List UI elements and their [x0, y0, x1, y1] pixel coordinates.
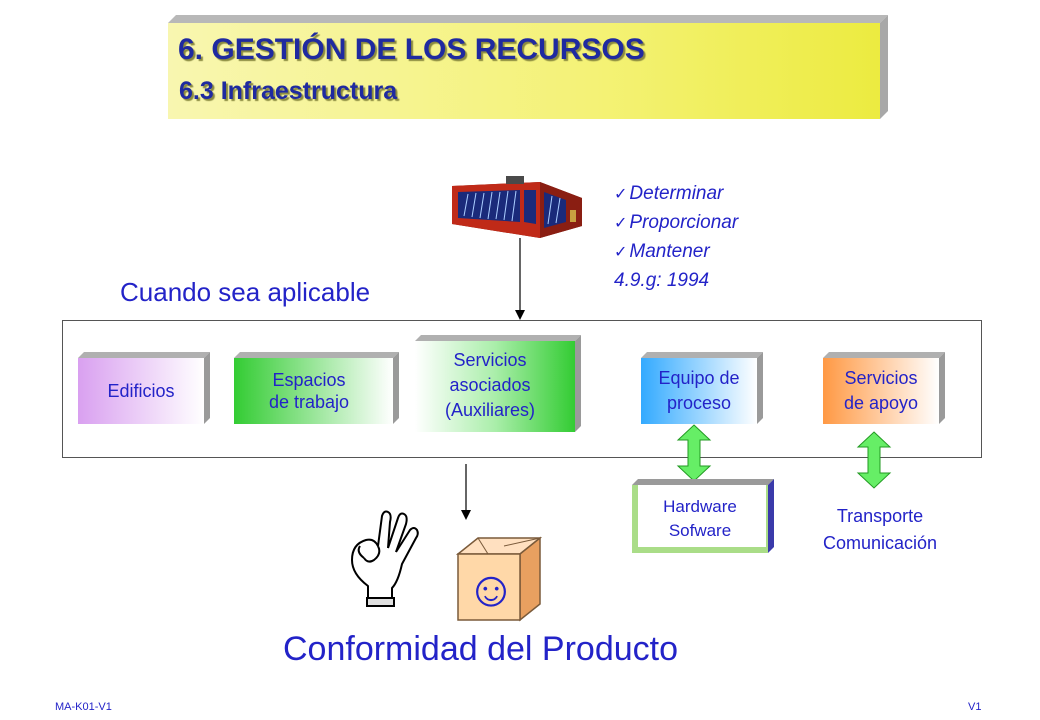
infrastructure-frame	[62, 320, 982, 458]
checklist: ✓Determinar ✓Proporcionar ✓Mantener 4.9.…	[614, 180, 738, 295]
footer-version: V1	[968, 701, 982, 713]
checklist-item: ✓Mantener	[614, 241, 710, 262]
category-edificios: Edificios	[78, 352, 210, 424]
title-banner	[168, 15, 888, 119]
product-box-icon	[455, 536, 543, 622]
double-arrow-icon	[676, 424, 712, 482]
page-title: 6. GESTIÓN DE LOS RECURSOS	[178, 33, 645, 66]
ok-hand-icon	[351, 510, 419, 607]
checklist-item: ✓Proporcionar	[614, 212, 739, 233]
check-icon: ✓	[614, 244, 628, 261]
checklist-reference: 4.9.g: 1994	[614, 270, 710, 291]
check-icon: ✓	[614, 186, 628, 203]
check-icon: ✓	[614, 215, 628, 232]
double-arrow-icon	[856, 431, 892, 489]
smiley-icon: ☺	[465, 561, 517, 617]
arrow-down-icon	[515, 238, 525, 320]
conclusion-text: Conformidad del Producto	[283, 630, 679, 668]
checklist-item: ✓Determinar	[614, 183, 724, 204]
building-icon	[452, 176, 582, 238]
category-label: Edificios	[107, 381, 175, 401]
transporte-label: Transporte Comunicación	[822, 506, 938, 553]
footer-code: MA-K01-V1	[55, 701, 112, 713]
applicable-label: Cuando sea aplicable	[120, 277, 371, 307]
arrow-down-icon	[461, 464, 471, 520]
page-subtitle: 6.3 Infraestructura	[179, 77, 398, 105]
